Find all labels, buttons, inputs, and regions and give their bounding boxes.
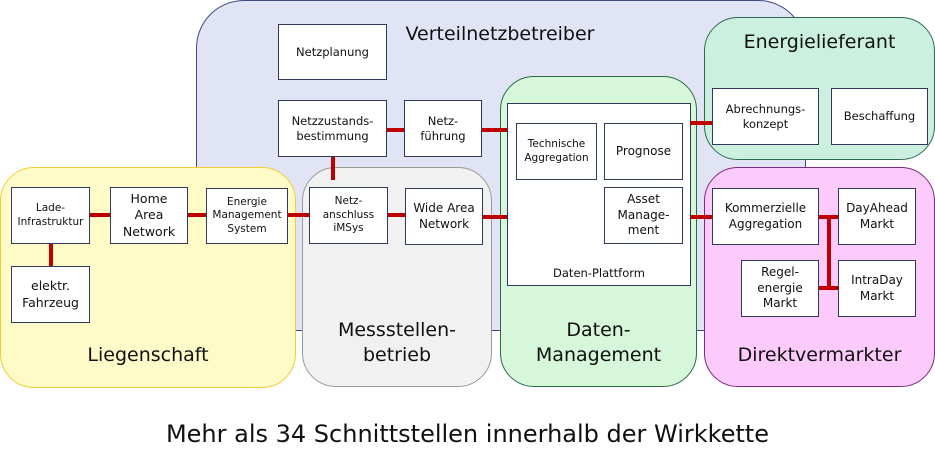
link-lade-fahrzeug [49,244,53,267]
box-wide-area-network[interactable]: Wide Area Network [405,188,483,245]
link-regelenergie-intraday [819,286,838,290]
link-netzanschluss-wan [388,213,405,217]
box-netzanschluss-imsys[interactable]: Netz- anschluss iMSys [309,187,388,244]
link-netzzustand-netzfuehrung [387,128,404,132]
link-netzplanung-netzzustand [331,143,335,180]
box-prognose[interactable]: Prognose [604,123,683,180]
daten-plattform-label: Daten-Plattform [553,266,645,280]
box-kommerzielle-aggregation[interactable]: Kommerzielle Aggregation [712,188,819,245]
link-ems-netzanschluss [287,213,309,217]
region-label-daten-management: Daten- Management [535,319,662,366]
box-netzfuehrung[interactable]: Netz- führung [404,100,482,157]
box-elektr-fahrzeug[interactable]: elektr. Fahrzeug [11,266,90,323]
link-netzfuehrung-plattform [482,128,507,132]
link-wan-plattform [482,215,507,219]
region-label-liegenschaft: Liegenschaft [87,344,209,366]
link-plattform-abrechnung [690,121,712,125]
link-lade-han [90,213,111,217]
box-netzplanung[interactable]: Netzplanung [278,24,387,80]
caption: Mehr als 34 Schnittstellen innerhalb der… [165,420,770,448]
box-dayahead-markt[interactable]: DayAhead Markt [838,188,916,245]
box-technische-aggregation[interactable]: Technische Aggregation [516,123,597,180]
box-energie-management-system[interactable]: Energie Management System [206,188,288,244]
box-abrechnungskonzept[interactable]: Abrechnungs- konzept [712,88,819,145]
link-markt-bus [827,215,831,289]
box-regelenergie-markt[interactable]: Regel- energie Markt [741,260,819,317]
box-home-area-network[interactable]: Home Area Network [110,187,188,244]
box-beschaffung[interactable]: Beschaffung [831,88,928,145]
region-label-verteilnetzbetreiber: Verteilnetzbetreiber [405,23,595,45]
box-netzzustandsbestimmung[interactable]: Netzzustands- bestimmung [278,100,387,157]
region-label-messstellenbetrieb: Messstellen- betrieb [337,319,457,366]
box-asset-management[interactable]: Asset Manage- ment [604,187,683,244]
box-ladeinfrastruktur[interactable]: Lade- Infrastruktur [11,187,90,244]
link-han-ems [188,213,207,217]
link-plattform-kommerzielle-aggregation [690,215,712,219]
region-label-energielieferant: Energielieferant [743,31,896,53]
region-label-direktvermarkter: Direktvermarkter [737,344,902,366]
box-intraday-markt[interactable]: IntraDay Markt [838,260,916,317]
